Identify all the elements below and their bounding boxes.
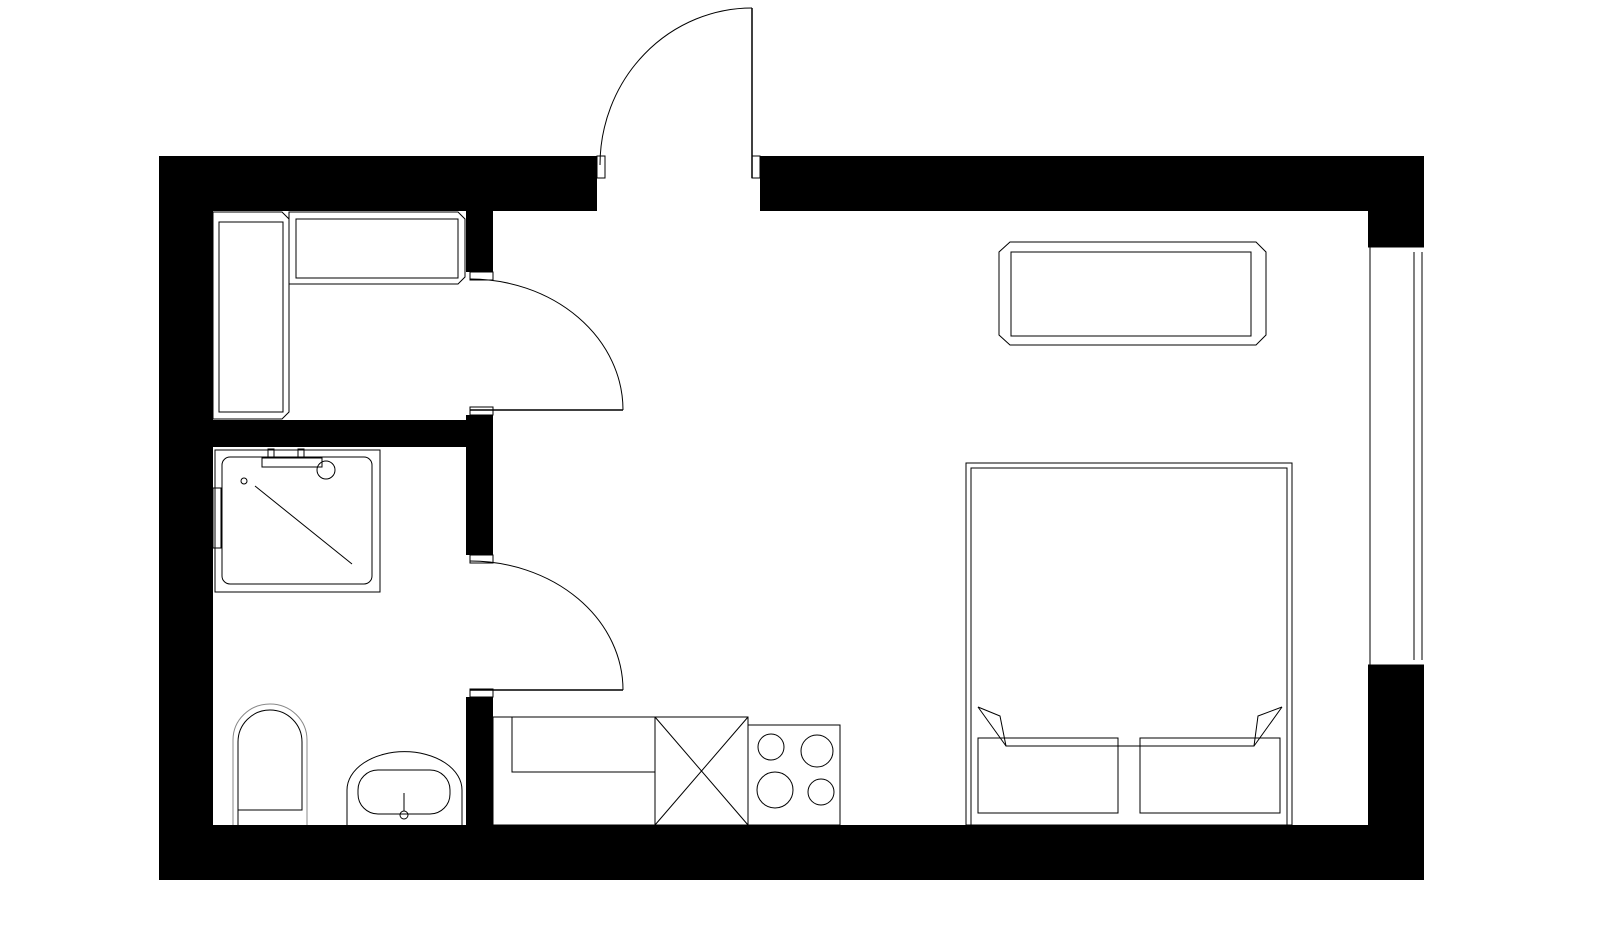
pillow-right bbox=[1139, 737, 1281, 814]
closet-door bbox=[469, 271, 624, 416]
exterior-walls bbox=[159, 156, 1424, 880]
entrance-door bbox=[596, 7, 761, 179]
pillow-left bbox=[977, 737, 1119, 814]
kitchen-sink-cabinet bbox=[654, 716, 749, 826]
bed bbox=[965, 462, 1293, 826]
window bbox=[1368, 246, 1424, 666]
toilet bbox=[232, 703, 308, 825]
kitchen-counter bbox=[492, 716, 656, 826]
sofa-table bbox=[998, 241, 1267, 346]
bathroom-door bbox=[469, 554, 624, 698]
closet-wardrobe bbox=[212, 211, 466, 420]
bathroom-sink bbox=[346, 751, 463, 825]
stove bbox=[747, 724, 841, 826]
interior-walls bbox=[213, 211, 493, 825]
shower bbox=[212, 448, 381, 593]
